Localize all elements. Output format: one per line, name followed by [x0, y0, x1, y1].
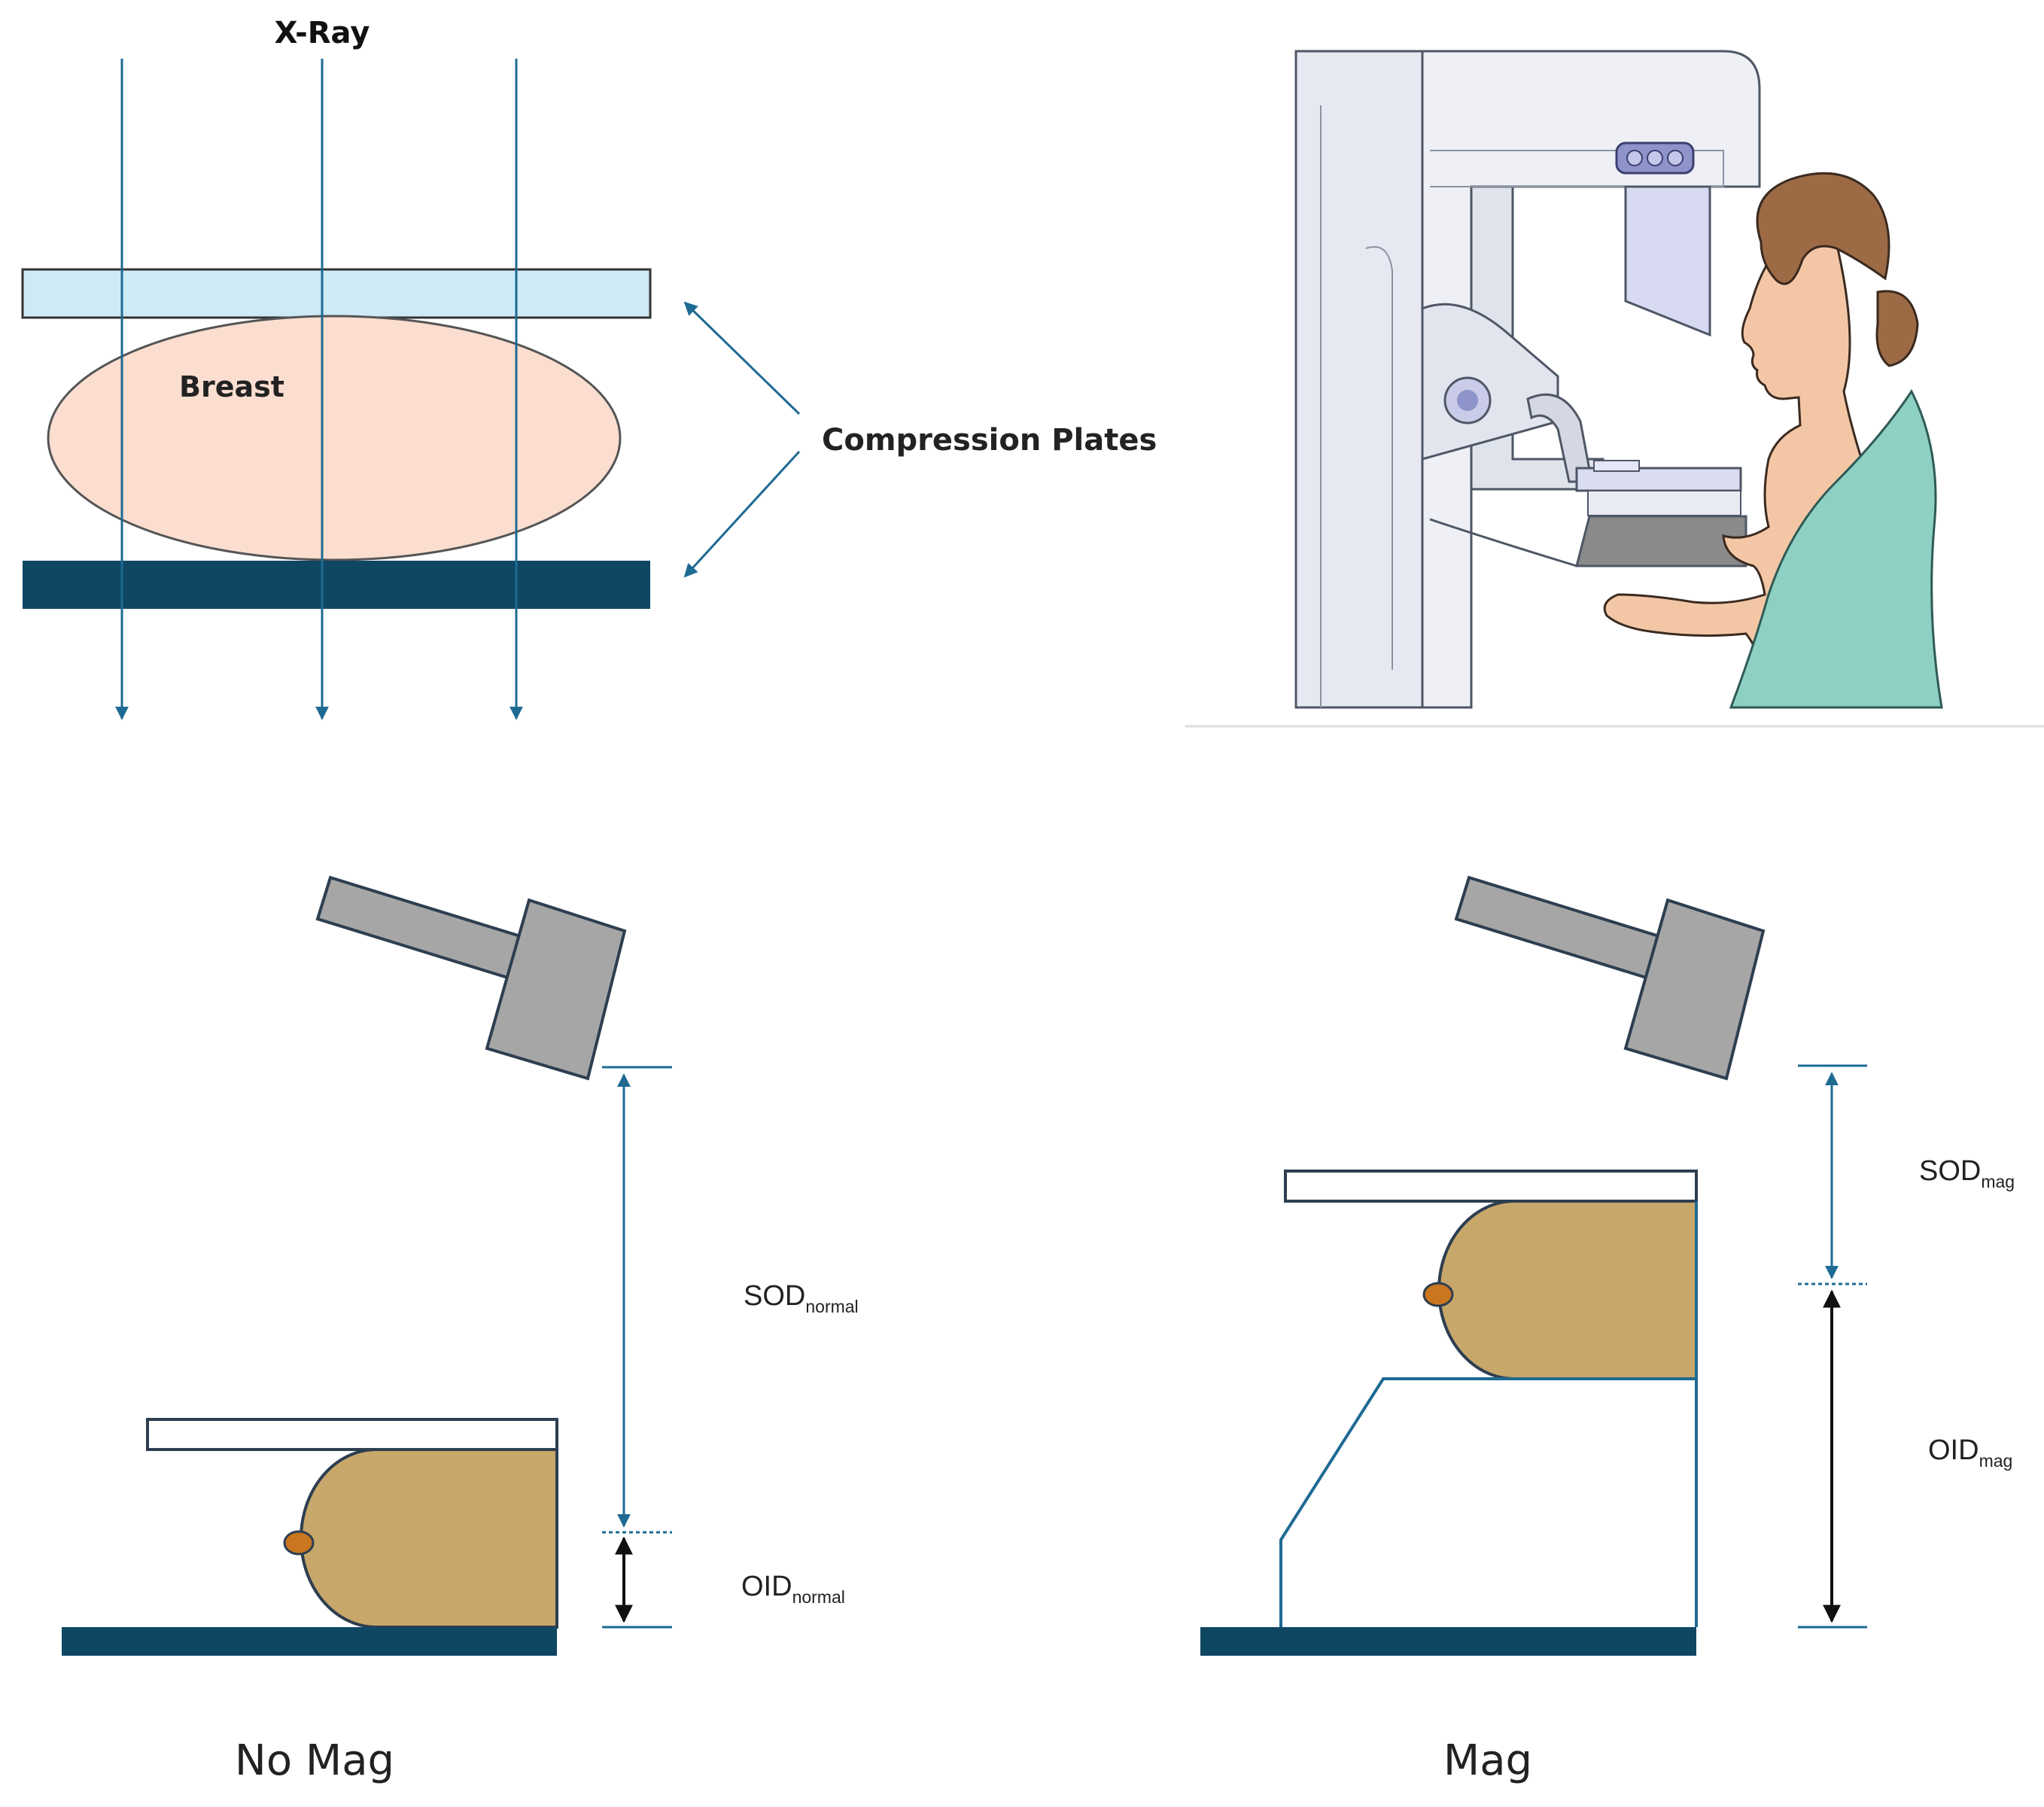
xray-tube-no-mag — [315, 875, 627, 1081]
pointer-arrow-bottom-plate — [683, 450, 801, 578]
breast-mag — [1437, 1200, 1698, 1380]
detector-no-mag — [62, 1627, 557, 1656]
nipple-no-mag — [283, 1530, 315, 1556]
caption-mag: Mag — [1443, 1736, 1532, 1785]
no-mag-diagram: SODnormal OIDnormal No Mag — [62, 875, 859, 1785]
patient-gown — [1729, 389, 1943, 709]
xray-tube-mag — [1454, 875, 1766, 1081]
sod-label-mag: SODmag — [1919, 1155, 2015, 1191]
caption-no-mag: No Mag — [235, 1736, 394, 1785]
bottom-compression-plate — [23, 561, 650, 609]
magnification-stand — [1279, 1201, 1698, 1627]
machine-column — [1294, 50, 1424, 709]
oid-label-no-mag: OIDnormal — [741, 1571, 845, 1607]
oid-label-mag: OIDmag — [1928, 1434, 2012, 1471]
compression-plates-label: Compression Plates — [822, 423, 1157, 458]
breast-ellipse — [47, 315, 622, 561]
breast-no-mag — [300, 1448, 558, 1629]
mag-diagram: SODmag OIDmag Mag — [1200, 875, 2015, 1785]
breast-label: Breast — [179, 370, 284, 403]
top-compression-plate — [21, 268, 652, 319]
compression-paddle-no-mag — [146, 1418, 558, 1451]
xray-label: X-Ray — [275, 16, 370, 50]
sod-label-no-mag: SODnormal — [744, 1280, 859, 1316]
detector-mag — [1200, 1627, 1696, 1656]
tube-head — [1624, 185, 1711, 337]
patient-hair — [1756, 172, 1890, 285]
nipple-mag — [1422, 1282, 1454, 1307]
compression-paddle-mag — [1284, 1170, 1698, 1203]
compression-diagram: X-Ray Breast Compression Plates — [21, 16, 1157, 720]
detector-plate — [1575, 515, 1747, 567]
pointer-arrow-top-plate — [683, 301, 801, 415]
mammography-illustration — [1185, 50, 2044, 728]
